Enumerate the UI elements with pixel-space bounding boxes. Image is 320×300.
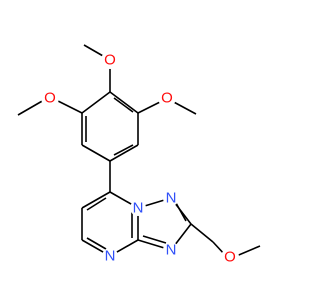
- bond: [190, 223, 214, 243]
- bond: [142, 235, 167, 244]
- oxygen-atom-ether: O: [224, 249, 236, 266]
- nitrogen-atom-triazole-bottom: N: [166, 242, 177, 259]
- oxygen-atom-top: O: [104, 52, 116, 69]
- bond: [17, 99, 45, 116]
- molecule-canvas: O O O N N N N O: [17, 44, 261, 266]
- bond: [86, 237, 107, 250]
- bond: [81, 191, 111, 209]
- bond: [55, 99, 83, 114]
- bond: [86, 197, 107, 211]
- bond: [81, 144, 111, 162]
- bond: [113, 144, 134, 156]
- bond: [81, 91, 111, 114]
- bond: [109, 144, 139, 162]
- oxygen-atom-left: O: [44, 90, 56, 107]
- bond: [113, 97, 134, 113]
- nitrogen-atom-triazole-top: N: [166, 190, 177, 207]
- nitrogen-atom-bridgehead: N: [133, 200, 144, 217]
- oxygen-atom-right: O: [161, 90, 173, 107]
- bond: [175, 202, 187, 222]
- atom-label-layer: O O O N N N N O: [41, 51, 239, 266]
- structure-diagram: O O O N N N N O: [17, 44, 261, 266]
- bond-layer: [17, 44, 261, 258]
- bond: [109, 91, 139, 114]
- nitrogen-atom-pyrimidine: N: [105, 248, 116, 265]
